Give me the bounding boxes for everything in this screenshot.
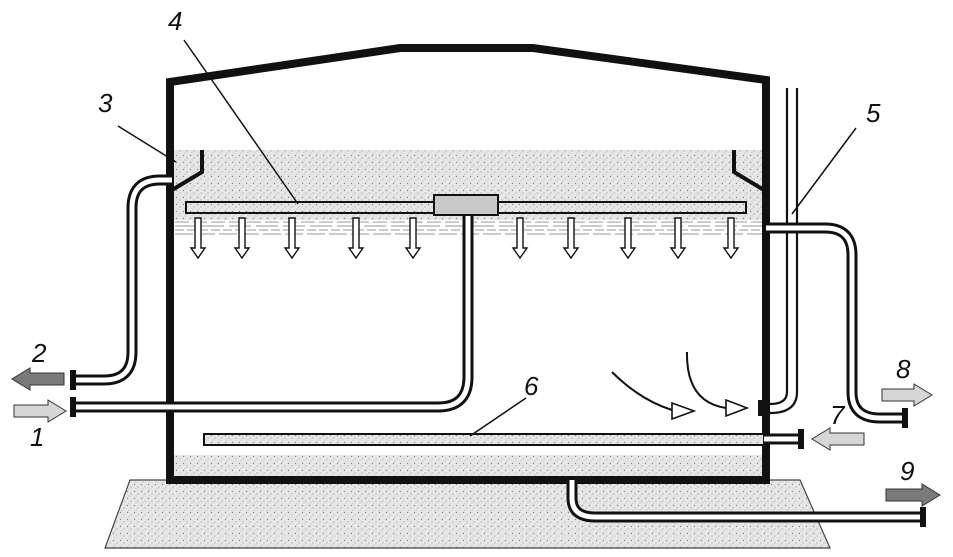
flow-arrowhead-a: [671, 401, 697, 421]
drop-arrow: [722, 217, 740, 260]
flange-2: [70, 370, 76, 390]
flange-9: [920, 507, 926, 527]
drop-arrow: [669, 217, 687, 260]
callout-2: 2: [31, 338, 47, 368]
callout-6: 6: [524, 371, 539, 401]
arrow-out-8: [881, 383, 933, 407]
callout-7: 7: [830, 400, 846, 430]
arrow-in-7: [811, 427, 865, 451]
bottom-distributor: [203, 433, 765, 446]
callout-1: 1: [30, 422, 44, 452]
callout-9: 9: [900, 456, 914, 486]
arrow-out-9: [885, 483, 941, 507]
arrow-out-2: [11, 367, 65, 391]
flow-curve-b: [685, 351, 727, 409]
drop-arrow: [189, 217, 207, 260]
flow-curve-a: [611, 371, 673, 411]
drop-arrow: [619, 217, 637, 260]
riser-inlet-flange: [758, 400, 766, 416]
drop-arrow: [347, 217, 365, 260]
drop-arrow: [562, 217, 580, 260]
vessel-wall: [166, 44, 770, 484]
leader-lines: [117, 39, 857, 437]
distributor-box: [433, 194, 499, 216]
callout-4: 4: [168, 6, 182, 36]
drop-arrow: [283, 217, 301, 260]
bottom-sediment: [172, 455, 766, 479]
callout-8: 8: [896, 354, 911, 384]
right-trough: [732, 150, 766, 192]
arrow-in-1: [13, 399, 67, 423]
drop-arrow: [233, 217, 251, 260]
drop-arrow: [511, 217, 529, 260]
callout-5: 5: [866, 98, 881, 128]
drop-arrows: [189, 217, 740, 260]
flange-1: [70, 397, 76, 417]
flange-7: [798, 429, 804, 449]
riser-pipe-5: [769, 88, 799, 415]
left-trough: [170, 150, 204, 192]
flow-arrowhead-b: [725, 398, 750, 418]
callout-3: 3: [98, 88, 113, 118]
flange-8: [902, 408, 908, 428]
pipe-outlet-2: [76, 174, 172, 386]
drop-arrow: [404, 217, 422, 260]
